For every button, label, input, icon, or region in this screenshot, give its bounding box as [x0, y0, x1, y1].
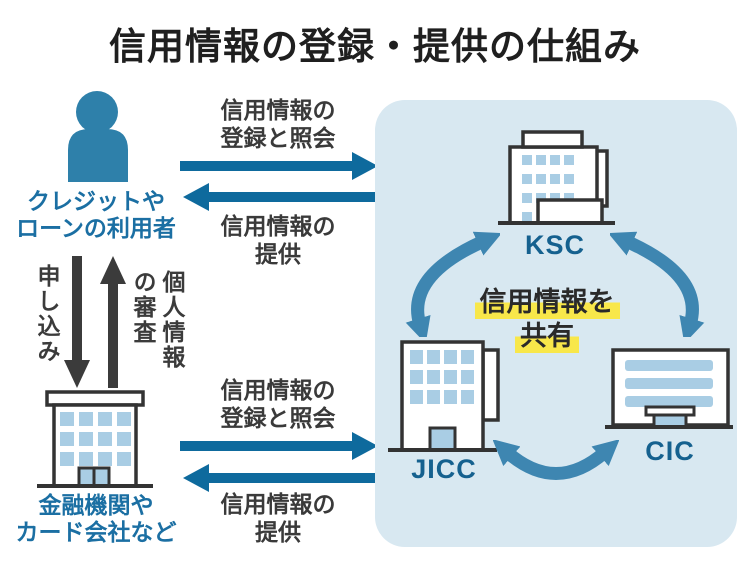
cic-label: CIC [645, 436, 695, 466]
flow-label-register-top-line2: 登録と照会 [220, 125, 336, 151]
page-title: 信用情報の登録・提供の仕組み [109, 26, 641, 67]
arrow-right-bottom-icon [180, 432, 378, 460]
flow-label-provide-top: 信用情報の 提供 [198, 212, 358, 268]
bank-label: 金融機関や カード会社など [0, 492, 192, 546]
arrow-jicc-cic-icon [493, 440, 619, 480]
flow-label-provide-top-line2: 提供 [255, 241, 301, 267]
arrow-left-top-icon [183, 183, 383, 211]
jicc-label: JICC [411, 454, 477, 484]
credit-user-label: クレジットや ローンの利用者 [0, 188, 192, 242]
flow-label-provide-bottom: 信用情報の 提供 [198, 490, 358, 546]
share-info-line2: 共有 [515, 319, 579, 353]
flow-label-register-bottom: 信用情報の 登録と照会 [198, 376, 358, 432]
bank-label-line2: カード会社など [15, 519, 177, 545]
ksc-building-icon [498, 130, 615, 225]
arrow-left-bottom-icon [183, 464, 383, 492]
credit-bureaus-panel: KSC 信用情報を 共有 [375, 100, 737, 547]
jicc-building-icon [388, 340, 500, 452]
screening-label: 個人情報の審査 [130, 270, 185, 370]
flow-label-register-top: 信用情報の 登録と照会 [198, 96, 358, 152]
arrow-ksc-cic-icon [610, 231, 705, 337]
bank-label-line1: 金融機関や [38, 492, 154, 518]
arrow-ksc-jicc-icon [405, 231, 500, 337]
credit-user-label-line2: ローンの利用者 [16, 215, 176, 241]
credit-user-label-line1: クレジットや [27, 188, 165, 214]
ksc-label: KSC [524, 230, 585, 260]
flow-label-provide-bottom-line2: 提供 [255, 519, 301, 545]
arrow-down-icon [64, 256, 90, 388]
flow-label-provide-bottom-line1: 信用情報の [220, 491, 336, 517]
flow-label-provide-top-line1: 信用情報の [220, 213, 336, 239]
flow-label-register-top-line1: 信用情報の [220, 97, 336, 123]
arrow-right-top-icon [180, 152, 378, 180]
flow-label-register-bottom-line2: 登録と照会 [220, 405, 336, 431]
bank-building-icon [37, 390, 153, 488]
flow-label-register-bottom-line1: 信用情報の [220, 377, 336, 403]
cic-building-icon [605, 348, 733, 429]
arrow-up-icon [100, 256, 126, 388]
person-icon [68, 91, 128, 182]
apply-label: 申し込み [34, 264, 60, 364]
